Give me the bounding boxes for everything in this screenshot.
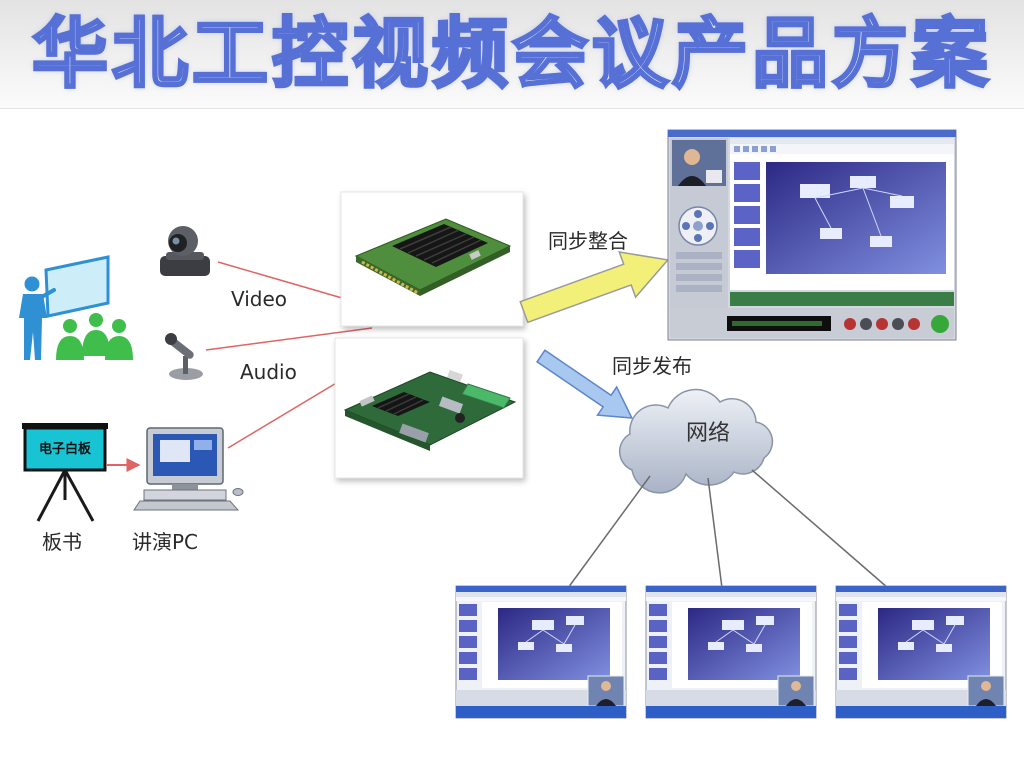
- network-link-3: [751, 469, 889, 589]
- desktop-pc-icon: [133, 427, 244, 511]
- client-screen-3: [835, 585, 1007, 719]
- network-label: 网络: [686, 421, 731, 446]
- embedded-mainboard-image: [343, 369, 517, 451]
- client-screen-2: [645, 585, 817, 719]
- cloud-icon: [618, 388, 774, 494]
- network-link-1: [567, 475, 651, 589]
- whiteboard-tripod-icon: [22, 423, 108, 522]
- presenter-icon: [19, 255, 133, 360]
- network-links: [567, 469, 889, 589]
- video-signal-line: [217, 261, 343, 299]
- microphone-icon: [165, 333, 203, 380]
- network-link-2: [707, 477, 723, 589]
- whiteboard-screen-label: 电子白板: [38, 442, 91, 457]
- camera-icon: [160, 226, 210, 276]
- sync-publish-arrow: [536, 349, 634, 419]
- pc-signal-line: [227, 381, 339, 449]
- cpu-module-board-image: [354, 218, 512, 296]
- sync-publish-label: 同步发布: [612, 354, 692, 378]
- audio-label: Audio: [240, 360, 297, 384]
- audience-icon: [56, 313, 133, 360]
- video-label: Video: [231, 287, 288, 311]
- sync-integrate-label: 同步整合: [548, 229, 628, 253]
- sync-integrate-arrow: [519, 251, 670, 324]
- whiteboard-caption: 板书: [42, 530, 82, 554]
- client-screen-1: [455, 585, 627, 719]
- slide-title: 华北工控视频会议产品方案: [31, 8, 992, 100]
- title-band: 华北工控视频会议产品方案: [0, 0, 1024, 109]
- conference-software-screenshot: [667, 129, 957, 341]
- pc-caption: 讲演PC: [132, 530, 199, 554]
- audio-signal-line: [205, 327, 373, 351]
